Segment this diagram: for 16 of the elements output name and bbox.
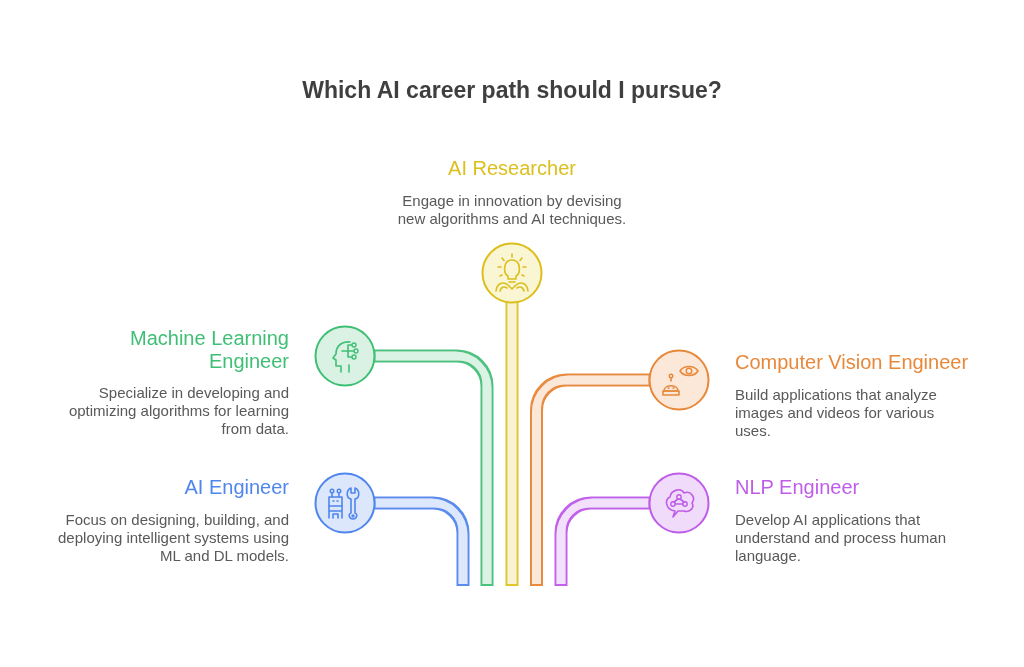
pipe-connector — [505, 301, 519, 586]
pipe-connector — [554, 496, 651, 586]
career-description: Build applications that analyze images and videos for various uses. — [735, 386, 938, 440]
career-title: AI Engineer — [184, 475, 289, 499]
career-title: AI Researcher — [448, 157, 576, 180]
pipe-connector — [530, 373, 651, 586]
career-title: Computer Vision Engineer — [735, 351, 969, 374]
career-description: Develop AI applications that understand and process human language. — [735, 511, 947, 565]
career-description: Focus on designing, building, and deploying intelligent systems using ML and DL models. — [57, 511, 289, 565]
career-description: Specialize in developing and optimizing algorithms for learning from data. — [67, 384, 289, 438]
pipe-connector — [373, 496, 470, 586]
pipe-connector — [373, 349, 494, 586]
career-description: Engage in innovation by devising new algorithms and AI techniques. — [396, 192, 628, 228]
diagram-title: Which AI career path should I pursue? — [302, 76, 722, 104]
career-title: Machine Learning Engineer — [129, 327, 289, 373]
career-title: NLP Engineer — [735, 475, 860, 499]
